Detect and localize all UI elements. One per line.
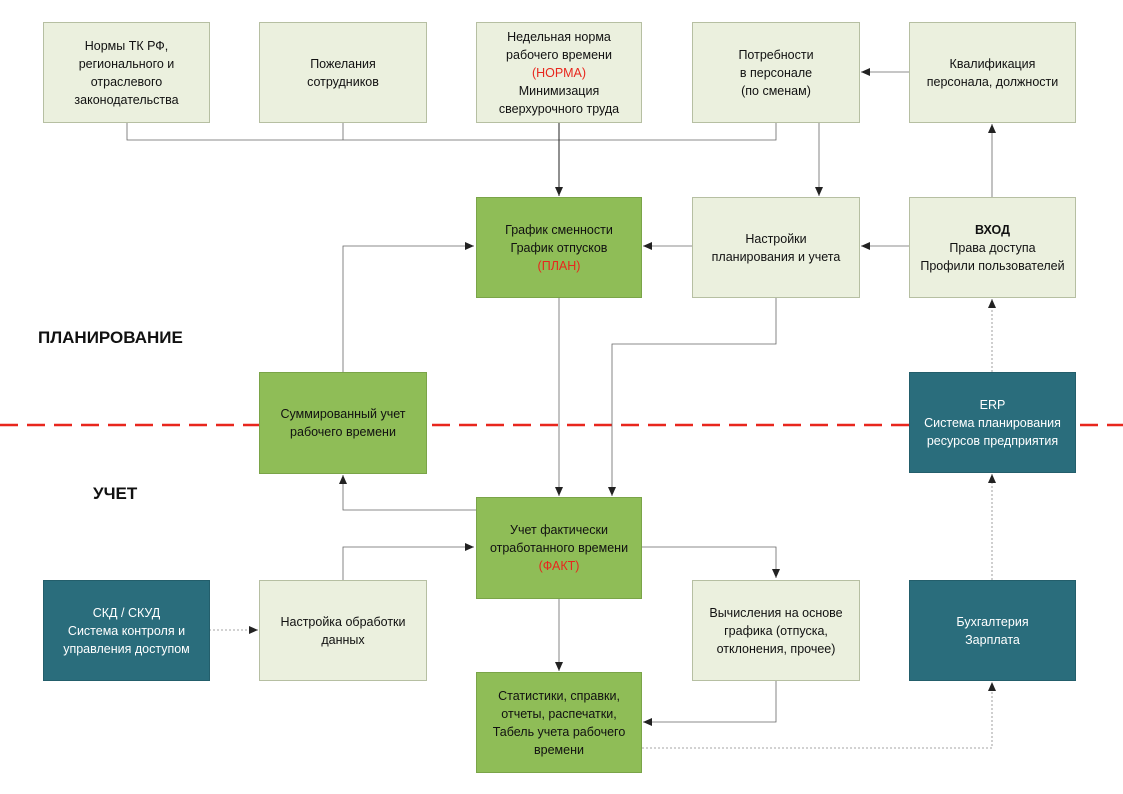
box-skd-line: управления доступом: [63, 641, 190, 656]
connector-actual-calc: [642, 546, 780, 578]
box-wishes-line: сотрудников: [307, 74, 379, 89]
box-calc-line: отклонения, прочее): [716, 641, 836, 656]
box-staff-needs: Потребности в персонале (по сменам): [692, 22, 860, 123]
box-settings-line: планирования и учета: [711, 249, 841, 264]
connector-needs-schedule: [559, 123, 777, 141]
box-wishes: Пожелания сотрудников: [259, 22, 427, 123]
box-schedule-line: График отпусков: [510, 240, 608, 255]
box-weekly-line: сверхурочного труда: [498, 101, 620, 116]
box-weekly-line: Недельная норма: [507, 29, 611, 44]
box-data-processing: Настройка обработки данных: [259, 580, 427, 681]
section-planning-label: ПЛАНИРОВАНИЕ: [38, 328, 183, 347]
box-stats-line: отчеты, распечатки,: [501, 706, 617, 721]
box-weekly-line: Минимизация: [518, 83, 600, 98]
box-needs-line: (по сменам): [741, 83, 811, 98]
connector-norms-schedule: [126, 123, 559, 141]
box-skd: СКД / СКУД Система контроля и управления…: [43, 580, 210, 681]
section-accounting-label: УЧЕТ: [93, 484, 138, 503]
box-calc-line: графика (отпуска,: [724, 623, 828, 638]
box-qual-line: персонала, должности: [926, 74, 1059, 89]
box-needs-line: Потребности: [738, 47, 814, 62]
connector-processing-actual: [342, 543, 474, 580]
box-actual-line: Учет фактически: [510, 523, 608, 537]
box-norms-line: законодательства: [74, 92, 179, 107]
box-entry: ВХОД Права доступа Профили пользователей: [909, 197, 1076, 298]
box-erp: ERP Система планирования ресурсов предпр…: [909, 372, 1076, 473]
box-erp-line: ресурсов предприятия: [926, 433, 1059, 448]
box-actual-time: Учет фактически отработанного времени (Ф…: [476, 497, 642, 599]
box-processing-line: Настройка обработки: [280, 614, 406, 629]
box-schedule-line: График сменности: [505, 222, 613, 237]
box-settings-line: Настройки: [745, 231, 807, 246]
box-weekly-line: рабочего времени: [506, 47, 612, 62]
box-entry-line: Права доступа: [949, 240, 1036, 255]
connector-actual-summed: [339, 475, 476, 511]
box-summed-accounting: Суммированный учет рабочего времени: [259, 372, 427, 474]
box-norms: Нормы ТК РФ, регионального и отраслевого…: [43, 22, 210, 123]
box-calc-line: Вычисления на основе: [709, 605, 843, 620]
box-skd-line: Система контроля и: [67, 623, 186, 638]
box-qualification: Квалификация персонала, должности: [909, 22, 1076, 123]
box-weekly-norm-tag: (НОРМА): [531, 65, 587, 80]
box-entry-line: Профили пользователей: [920, 258, 1065, 273]
box-calculations: Вычисления на основе графика (отпуска, о…: [692, 580, 860, 681]
box-entry-title: ВХОД: [974, 222, 1011, 237]
box-stats-line: Статистики, справки,: [498, 688, 620, 703]
box-actual-fact-tag: (ФАКТ): [538, 559, 580, 573]
box-norms-line: отраслевого: [90, 74, 163, 89]
box-schedule-plan-tag: (ПЛАН): [537, 258, 581, 273]
box-schedule-plan: График сменности График отпусков (ПЛАН): [476, 197, 642, 298]
box-erp-line: ERP: [979, 397, 1006, 412]
box-summed-line: Суммированный учет: [280, 407, 406, 421]
box-accounting-payroll: Бухгалтерия Зарплата: [909, 580, 1076, 681]
box-norms-line: регионального и: [78, 56, 175, 71]
box-qual-line: Квалификация: [949, 56, 1036, 71]
box-needs-line: в персонале: [739, 65, 813, 80]
box-erp-line: Система планирования: [924, 415, 1061, 430]
box-accounting-line: Бухгалтерия: [956, 614, 1029, 629]
box-accounting-line: Зарплата: [965, 632, 1020, 647]
box-norms-line: Нормы ТК РФ,: [84, 38, 169, 53]
box-wishes-line: Пожелания: [310, 56, 376, 71]
connector-settings-actual: [608, 298, 777, 496]
box-planning-settings: Настройки планирования и учета: [692, 197, 860, 298]
connector-summed-schedule: [342, 242, 474, 372]
box-weekly-norm: Недельная норма рабочего времени (НОРМА)…: [476, 22, 642, 123]
box-stats-line: времени: [534, 742, 584, 757]
box-statistics: Статистики, справки, отчеты, распечатки,…: [476, 672, 642, 773]
connector-calc-stats: [643, 680, 777, 726]
box-skd-line: СКД / СКУД: [92, 605, 161, 620]
box-summed-line: рабочего времени: [290, 425, 396, 439]
box-actual-line: отработанного времени: [489, 541, 629, 555]
box-stats-line: Табель учета рабочего: [492, 724, 626, 739]
box-processing-line: данных: [321, 632, 365, 647]
connector-stats-accounting: [642, 682, 996, 749]
